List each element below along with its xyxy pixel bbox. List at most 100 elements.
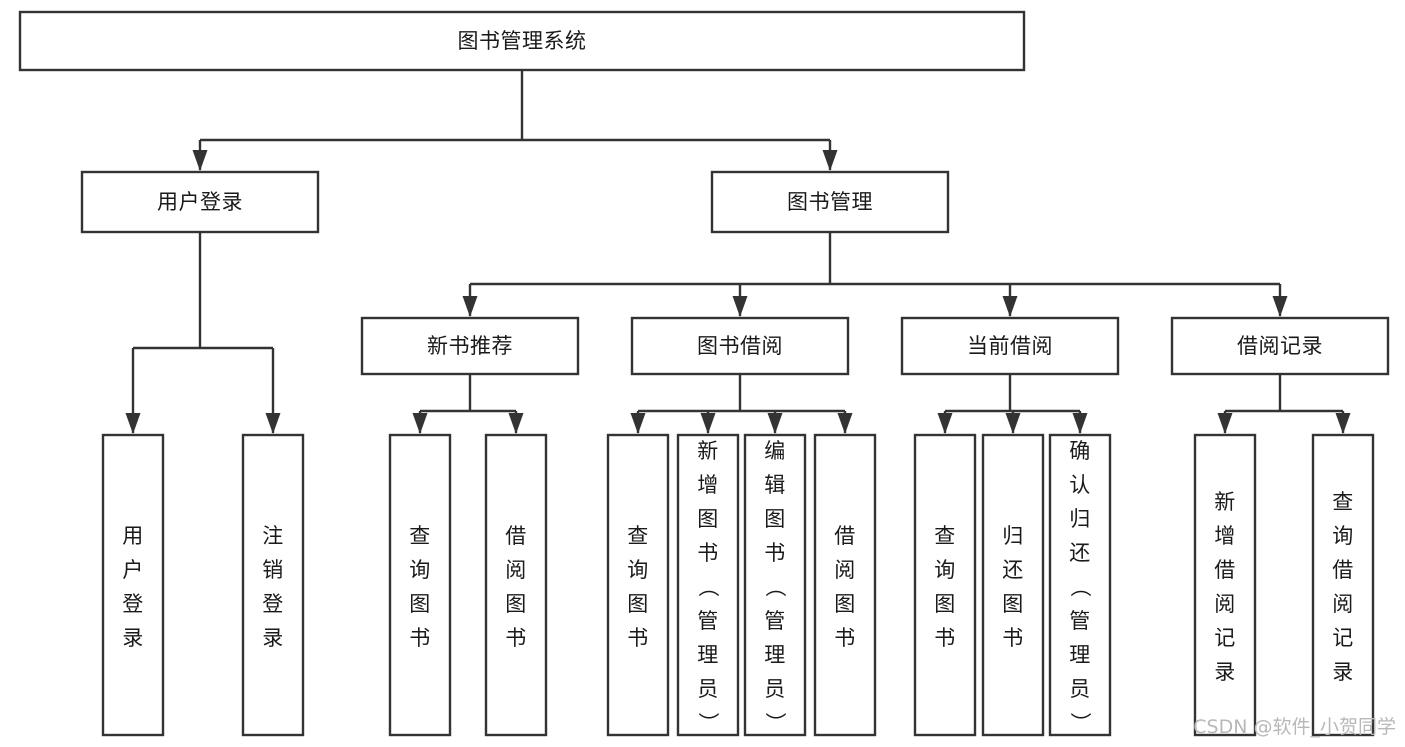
node-leaf-查询图书-4-rect[interactable] (606, 433, 670, 737)
node-leaf-归还图书-9-rect[interactable] (981, 433, 1045, 737)
node-leaf-新增借阅记录-11-label-char: 新 (1214, 490, 1236, 514)
node-l3-借阅记录[interactable]: 借阅记录 (1170, 316, 1390, 376)
node-leaf-查询图书-2-rect[interactable] (388, 433, 452, 737)
node-leaf-注销登录-1-label-char: 销 (262, 558, 284, 582)
node-leaf-确认归还管理员-10-label-char: （ (1068, 576, 1092, 598)
node-leaf-查询图书-4-label-char: 询 (627, 558, 649, 582)
node-leaf-借阅图书-3-rect[interactable] (484, 433, 548, 737)
node-l3-新书推荐-rect[interactable] (360, 316, 580, 376)
node-leaf-查询借阅记录-12-label-char: 借 (1332, 558, 1354, 582)
node-l3-当前借阅-label: 当前借阅 (967, 334, 1053, 358)
node-root-图书管理系统[interactable]: 图书管理系统 (18, 10, 1026, 72)
node-l3-当前借阅-rect[interactable] (900, 316, 1120, 376)
node-l3-图书借阅-rect[interactable] (630, 316, 850, 376)
node-leaf-注销登录-1-label-char: 录 (262, 626, 284, 650)
node-leaf-用户登录-0-label-char: 户 (122, 558, 144, 582)
node-l2-用户登录-rect[interactable] (80, 170, 320, 234)
node-l2-图书管理-rect[interactable] (710, 170, 950, 234)
node-leaf-归还图书-9-label-char: 书 (1002, 626, 1024, 650)
node-leaf-查询图书-8-rect[interactable] (913, 433, 977, 737)
node-leaf-借阅图书-7-rect[interactable] (813, 433, 877, 737)
node-leaf-编辑图书管理员-6-label-char: 书 (764, 541, 786, 565)
node-leaf-新增借阅记录-11-rect[interactable] (1193, 433, 1257, 737)
node-leaf-借阅图书-7-label-char: 借 (834, 524, 856, 548)
node-leaf-确认归还管理员-10-label-char: 确 (1069, 439, 1091, 463)
node-leaf-查询借阅记录-12-label-char: 查 (1332, 490, 1354, 514)
node-leaf-编辑图书管理员-6-label-char: 员 (764, 677, 786, 701)
node-leaf-用户登录-0-label-char: 用 (122, 524, 144, 548)
connector-arrowhead (700, 413, 716, 434)
node-leaf-新增借阅记录-11-label-char: 增 (1214, 524, 1236, 548)
node-leaf-查询图书-4-label-char: 查 (627, 524, 649, 548)
node-leaf-编辑图书管理员-6-label-char: 管 (764, 609, 786, 633)
node-leaf-借阅图书-3-label-char: 借 (505, 524, 527, 548)
node-leaf-新增图书管理员-5-label-char: ） (696, 712, 720, 734)
node-l2-图书管理[interactable]: 图书管理 (710, 170, 950, 234)
node-leaf-查询借阅记录-12-label-char: 阅 (1332, 592, 1354, 616)
node-leaf-查询图书-8-label-char: 图 (934, 592, 956, 616)
node-l2-图书管理-label: 图书管理 (787, 190, 873, 214)
node-leaf-注销登录-1-rect[interactable] (241, 433, 305, 737)
node-leaf-借阅图书-7-label-char: 阅 (834, 558, 856, 582)
node-leaf-用户登录-0-rect[interactable] (101, 433, 165, 737)
node-leaf-编辑图书管理员-6-label-char: 理 (764, 643, 786, 667)
node-leaf-编辑图书管理员-6-rect[interactable] (743, 433, 807, 737)
node-leaf-查询图书-2-label-char: 图 (409, 592, 431, 616)
node-leaf-新增图书管理员-5-label-char: 增 (697, 473, 719, 497)
node-leaf-新增图书管理员-5-label-char: （ (696, 576, 720, 598)
node-leaf-归还图书-9-label-char: 归 (1002, 524, 1024, 548)
connector-arrowhead (1217, 413, 1233, 434)
node-l2-用户登录[interactable]: 用户登录 (80, 170, 320, 234)
node-leaf-新增图书管理员-5-label-char: 图 (697, 507, 719, 531)
node-boxes-layer: 图书管理系统用户登录图书管理新书推荐图书借阅当前借阅借阅记录用户登录注销登录查询… (18, 10, 1390, 737)
node-l3-借阅记录-rect[interactable] (1170, 316, 1390, 376)
node-leaf-借阅图书-3-label-char: 书 (505, 626, 527, 650)
node-leaf-查询图书-4-label-char: 书 (627, 626, 649, 650)
node-leaf-用户登录-0[interactable]: 用户登录 (101, 433, 165, 737)
node-l3-当前借阅[interactable]: 当前借阅 (900, 316, 1120, 376)
node-root-图书管理系统-rect[interactable] (18, 10, 1026, 72)
node-leaf-注销登录-1-label-char: 注 (262, 524, 284, 548)
node-leaf-归还图书-9-label-char: 还 (1002, 558, 1024, 582)
node-leaf-新增借阅记录-11-label-char: 阅 (1214, 592, 1236, 616)
connectors-layer (125, 70, 1351, 434)
connector-arrowhead (822, 150, 838, 171)
node-leaf-确认归还管理员-10-rect[interactable] (1048, 433, 1112, 737)
connector-arrowhead (767, 413, 783, 434)
node-leaf-借阅图书-3-label-char: 图 (505, 592, 527, 616)
connector-arrowhead (462, 296, 478, 317)
node-leaf-查询借阅记录-12-label-char: 询 (1332, 524, 1354, 548)
node-leaf-确认归还管理员-10-label-char: 认 (1069, 473, 1091, 497)
node-l3-新书推荐[interactable]: 新书推荐 (360, 316, 580, 376)
node-leaf-编辑图书管理员-6-label-char: 图 (764, 507, 786, 531)
node-leaf-新增图书管理员-5-rect[interactable] (676, 433, 740, 737)
node-leaf-查询图书-4-label-char: 图 (627, 592, 649, 616)
connector-arrowhead (1002, 296, 1018, 317)
node-leaf-确认归还管理员-10-label-char: 理 (1069, 643, 1091, 667)
node-l3-图书借阅[interactable]: 图书借阅 (630, 316, 850, 376)
node-leaf-归还图书-9-label-char: 图 (1002, 592, 1024, 616)
node-leaf-确认归还管理员-10-label-char: 管 (1069, 609, 1091, 633)
connector-arrowhead (265, 413, 281, 434)
connector-arrowhead (412, 413, 428, 434)
connector-arrowhead (630, 413, 646, 434)
node-leaf-借阅图书-7-label-char: 图 (834, 592, 856, 616)
node-leaf-新增借阅记录-11-label-char: 借 (1214, 558, 1236, 582)
node-leaf-确认归还管理员-10-label-char: 归 (1069, 507, 1091, 531)
csdn-watermark: CSDN @软件_小贺同学 (1193, 716, 1396, 738)
node-leaf-查询借阅记录-12-rect[interactable] (1311, 433, 1375, 737)
